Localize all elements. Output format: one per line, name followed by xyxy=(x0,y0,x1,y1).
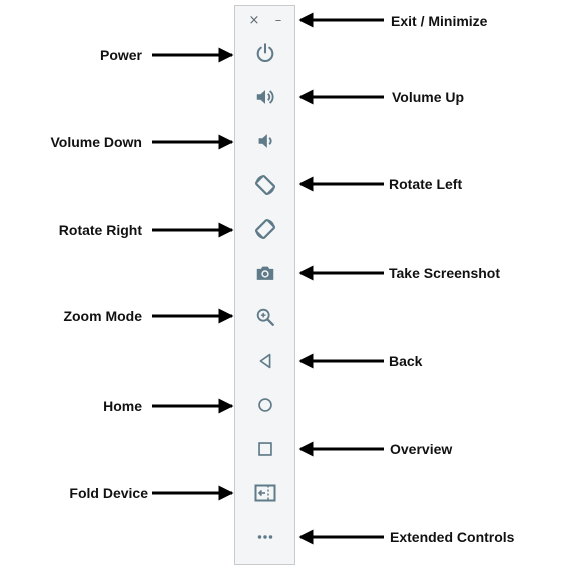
label-rotate-right: Rotate Right xyxy=(58,222,142,238)
label-zoom-mode: Zoom Mode xyxy=(63,308,142,324)
camera-icon xyxy=(256,266,274,280)
home-circle-icon xyxy=(258,398,272,412)
zoom-mode-button[interactable] xyxy=(250,302,280,332)
label-volume-up: Volume Up xyxy=(392,89,465,105)
emulator-toolbar: × – xyxy=(234,5,295,565)
more-dots-icon xyxy=(257,535,273,539)
zoom-in-icon xyxy=(256,308,274,326)
overview-button[interactable] xyxy=(250,434,280,464)
label-extended-controls: Extended Controls xyxy=(390,529,515,545)
label-exit-minimize: Exit / Minimize xyxy=(391,13,488,29)
label-rotate-left: Rotate Left xyxy=(389,176,463,192)
rotate-right-button[interactable] xyxy=(250,214,280,244)
rotate-left-icon xyxy=(254,174,276,196)
volume-up-icon xyxy=(256,90,274,104)
close-icon[interactable]: × xyxy=(248,13,260,28)
power-icon xyxy=(256,43,274,62)
fold-device-icon xyxy=(254,484,276,502)
fold-device-button[interactable] xyxy=(250,478,280,508)
back-button[interactable] xyxy=(250,346,280,376)
take-screenshot-button[interactable] xyxy=(250,258,280,288)
rotate-left-button[interactable] xyxy=(250,170,280,200)
volume-down-button[interactable] xyxy=(250,126,280,156)
extended-controls-button[interactable] xyxy=(250,522,280,552)
power-button[interactable] xyxy=(250,38,280,68)
label-back: Back xyxy=(389,353,423,369)
label-home: Home xyxy=(103,398,142,414)
label-volume-down: Volume Down xyxy=(50,134,142,150)
home-button[interactable] xyxy=(250,390,280,420)
minimize-icon[interactable]: – xyxy=(274,13,282,28)
rotate-right-icon xyxy=(254,218,276,240)
overview-square-icon xyxy=(258,442,272,456)
volume-up-button[interactable] xyxy=(250,82,280,112)
label-overview: Overview xyxy=(390,441,453,457)
label-take-screenshot: Take Screenshot xyxy=(389,265,501,281)
volume-down-icon xyxy=(258,134,272,148)
label-power: Power xyxy=(99,47,142,63)
label-fold-device: Fold Device xyxy=(69,485,148,501)
back-triangle-icon xyxy=(259,353,271,369)
